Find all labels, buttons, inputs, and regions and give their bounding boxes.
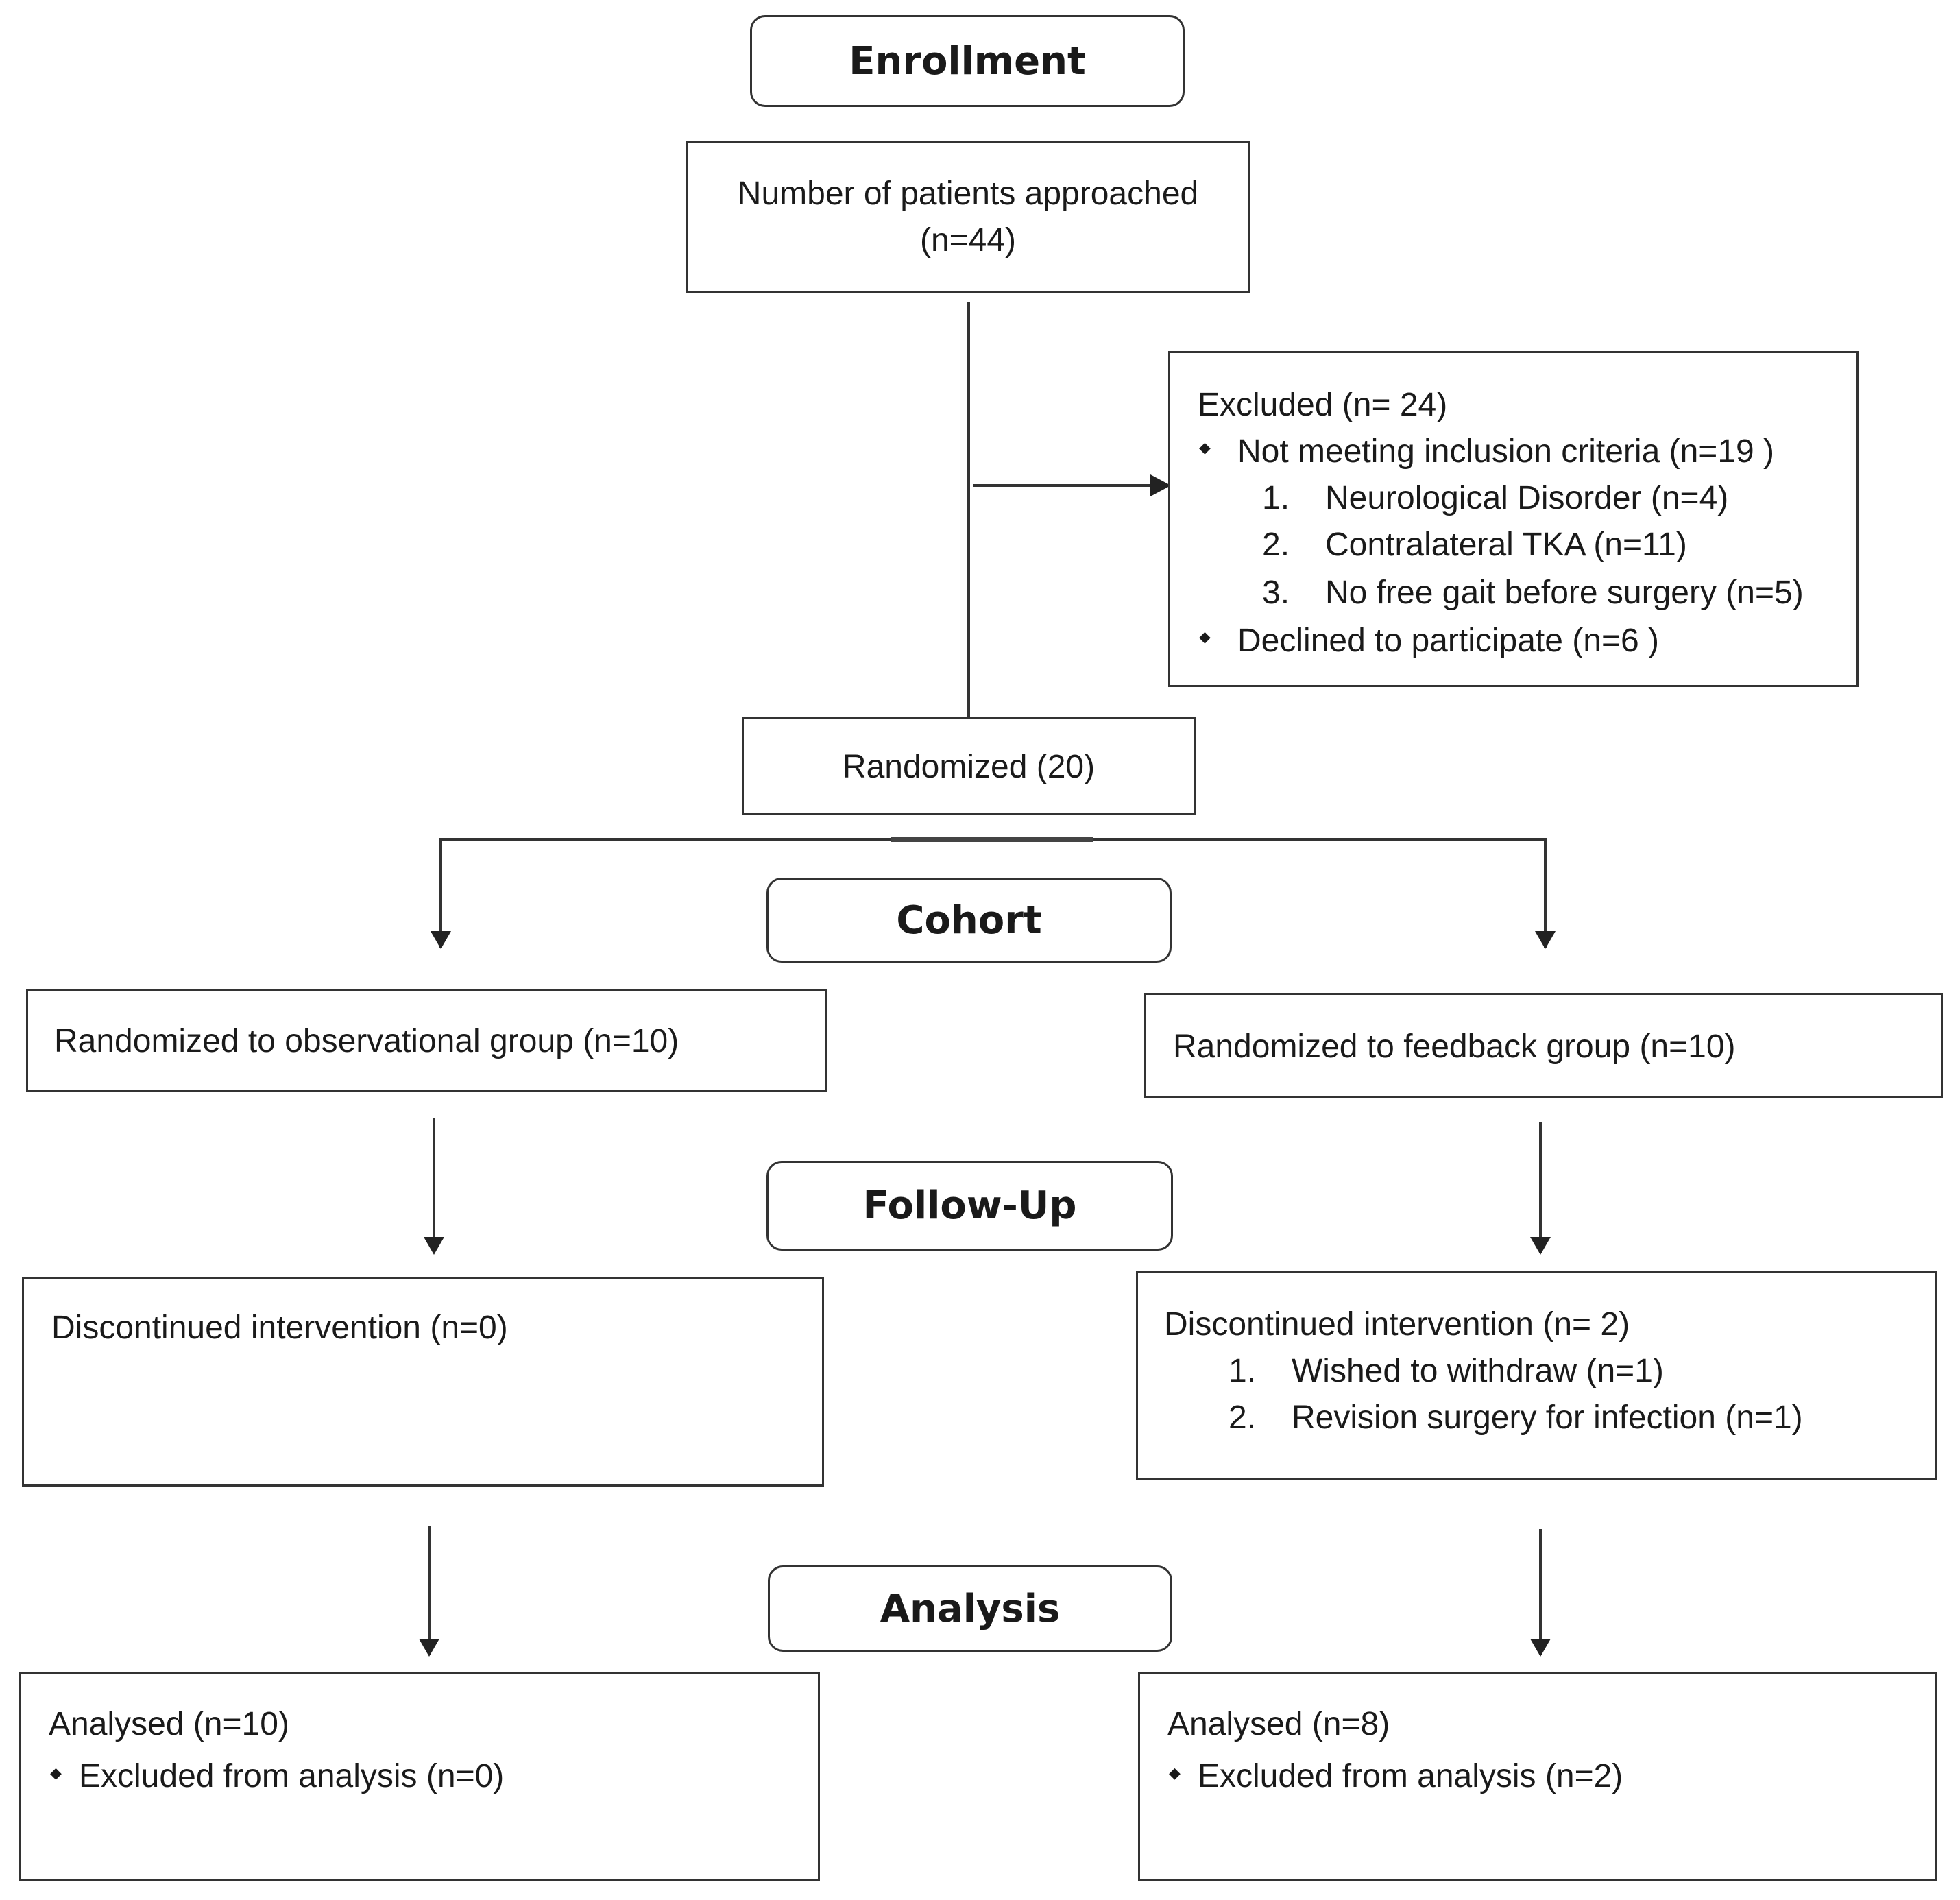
right-discontinued-box: Discontinued intervention (n= 2) 1. Wish…: [1136, 1271, 1937, 1480]
right-analysed-label: Analysed (n=8): [1167, 1706, 1390, 1742]
approached-count: (n=44): [919, 222, 1017, 258]
reason-3-text: No free gait before surgery (n=5): [1325, 575, 1804, 611]
not-meeting-criteria: Not meeting inclusion criteria (n=19 ): [1237, 433, 1775, 470]
observational-group-label: Randomized to observational group (n=10): [54, 1023, 679, 1059]
stage-follow-up-label: Follow-Up: [862, 1183, 1077, 1228]
left-analysed-box: Analysed (n=10) ◆ Excluded from analysis…: [19, 1672, 820, 1881]
bullet-icon: ◆: [50, 1764, 62, 1781]
left-excluded-analysis: Excluded from analysis (n=0): [79, 1758, 505, 1794]
excluded-box: Excluded (n= 24) ◆ Not meeting inclusion…: [1168, 351, 1859, 687]
arrowhead: [431, 931, 451, 949]
bullet-icon: ◆: [1169, 1764, 1181, 1781]
arrowhead: [419, 1639, 439, 1657]
stage-analysis: Analysis: [768, 1565, 1172, 1652]
arrowhead: [1530, 1237, 1551, 1255]
observational-group-box: Randomized to observational group (n=10): [26, 989, 827, 1092]
right-discontinued-label: Discontinued intervention (n= 2): [1164, 1306, 1630, 1343]
excluded-title: Excluded (n= 24): [1198, 387, 1448, 423]
randomized-label: Randomized (20): [842, 749, 1096, 785]
left-discontinued-box: Discontinued intervention (n=0): [22, 1277, 824, 1487]
stage-cohort: Cohort: [766, 878, 1172, 963]
randomized-box: Randomized (20): [742, 717, 1196, 815]
left-analysed-label: Analysed (n=10): [49, 1706, 289, 1742]
reason-1-text: Neurological Disorder (n=4): [1325, 480, 1729, 516]
feedback-group-box: Randomized to feedback group (n=10): [1144, 993, 1943, 1098]
right-reason-2-num: 2.: [1229, 1399, 1257, 1436]
right-reason-1-text: Wished to withdraw (n=1): [1292, 1353, 1664, 1389]
declined-to-participate: Declined to participate (n=6 ): [1237, 623, 1659, 659]
right-analysed-box: Analysed (n=8) ◆ Excluded from analysis …: [1138, 1672, 1937, 1881]
bullet-icon: ◆: [1199, 439, 1211, 456]
stage-enrollment-label: Enrollment: [849, 38, 1086, 84]
reason-3-num: 3.: [1262, 575, 1290, 611]
right-reason-2-text: Revision surgery for infection (n=1): [1292, 1399, 1803, 1436]
feedback-group-label: Randomized to feedback group (n=10): [1173, 1029, 1736, 1065]
stage-follow-up: Follow-Up: [766, 1161, 1173, 1251]
stage-analysis-label: Analysis: [880, 1586, 1061, 1631]
reason-2-num: 2.: [1262, 527, 1290, 563]
stage-enrollment: Enrollment: [750, 15, 1185, 107]
reason-1-num: 1.: [1262, 480, 1290, 516]
arrowhead: [424, 1237, 444, 1255]
arrowhead: [1530, 1639, 1551, 1657]
approached-line1: Number of patients approached: [737, 176, 1199, 212]
right-reason-1-num: 1.: [1229, 1353, 1257, 1389]
left-discontinued-label: Discontinued intervention (n=0): [51, 1310, 508, 1346]
approached-box: Number of patients approached (n=44): [686, 141, 1250, 293]
right-excluded-analysis: Excluded from analysis (n=2): [1198, 1758, 1623, 1794]
bullet-icon: ◆: [1199, 628, 1211, 645]
arrowhead: [1150, 474, 1171, 496]
arrowhead: [1535, 931, 1556, 949]
stage-cohort-label: Cohort: [896, 898, 1042, 943]
reason-2-text: Contralateral TKA (n=11): [1325, 527, 1687, 563]
